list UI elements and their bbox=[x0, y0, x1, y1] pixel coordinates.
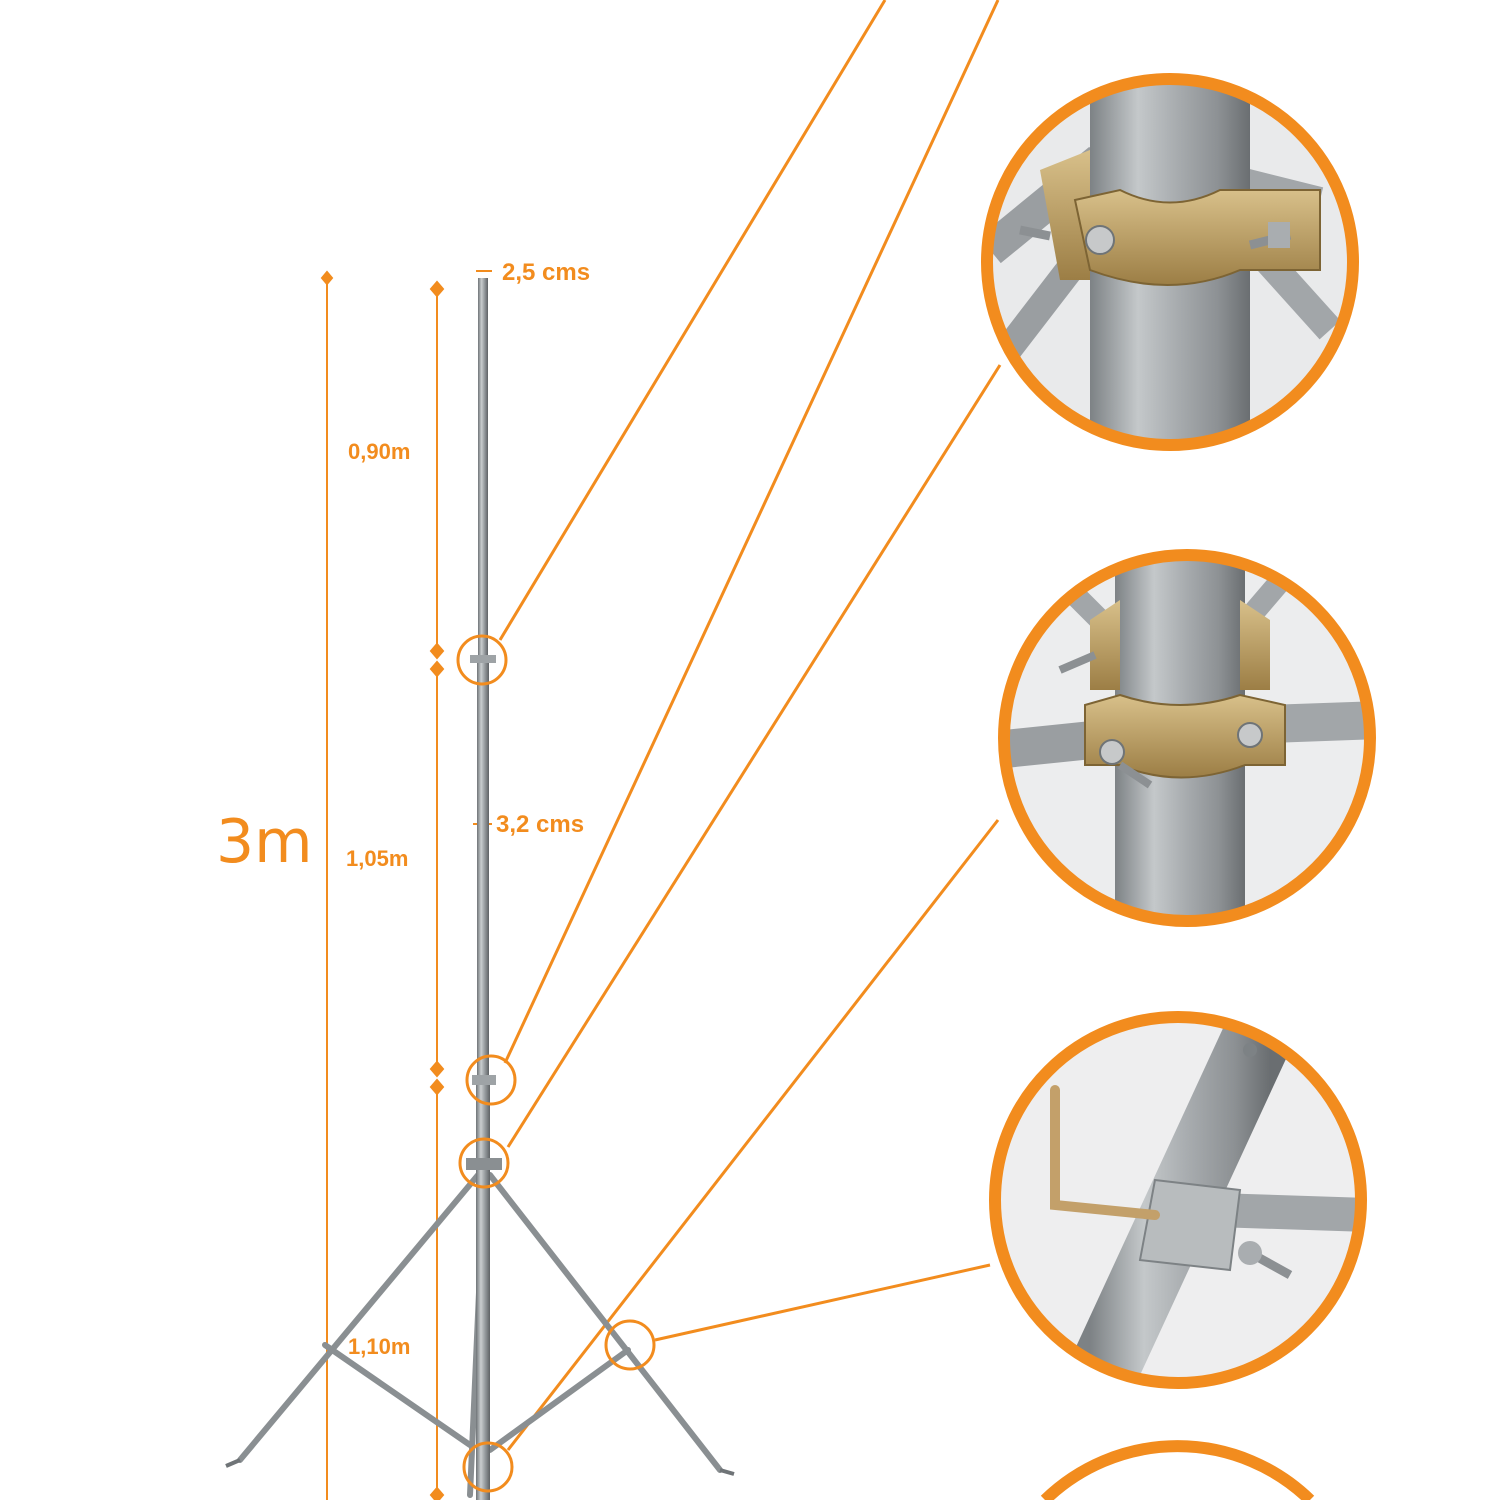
highlight-leg-hinge bbox=[604, 1319, 656, 1371]
tripod-brace-right bbox=[487, 1347, 631, 1453]
leg-clamp bbox=[466, 1158, 502, 1170]
top-diameter-label: 2,5 cms bbox=[502, 259, 591, 286]
leg-foot bbox=[719, 1468, 735, 1476]
bottom-section-label: 1,10m bbox=[348, 1334, 411, 1359]
highlight-circles bbox=[456, 634, 656, 1493]
tripod-leg-left bbox=[237, 1172, 481, 1463]
bolt-head bbox=[1237, 722, 1263, 748]
highlight-top-joint bbox=[456, 634, 508, 686]
dimension-marker bbox=[429, 660, 445, 678]
tripod-brace-left bbox=[322, 1342, 473, 1448]
clamp-band bbox=[1073, 188, 1321, 286]
dimension-marker bbox=[429, 1486, 445, 1500]
clamp-plate bbox=[1240, 600, 1270, 690]
detail-frame bbox=[981, 73, 1359, 451]
pole bbox=[466, 278, 502, 1500]
pole-joint bbox=[472, 1075, 496, 1085]
detail-frame bbox=[998, 549, 1376, 927]
connector-line bbox=[506, 819, 1000, 1451]
clamp-plate bbox=[1040, 150, 1090, 280]
middle-section-label: 1,05m bbox=[346, 846, 409, 871]
detail-top-clamp-circle bbox=[981, 73, 1359, 451]
top-section-label: 0,90m bbox=[348, 439, 411, 464]
highlight-leg-clamp bbox=[458, 1137, 510, 1189]
bolt-head bbox=[1085, 225, 1115, 255]
tripod-leg-right bbox=[487, 1172, 723, 1473]
leg-foot bbox=[225, 1458, 241, 1468]
pin-hole bbox=[1243, 1043, 1257, 1057]
pole-top-section bbox=[478, 278, 488, 658]
detail-frame bbox=[989, 1011, 1367, 1389]
mid-diameter-label: 3,2 cms bbox=[496, 811, 585, 838]
dimension-marker bbox=[429, 1060, 445, 1078]
dimension-marker bbox=[429, 280, 445, 298]
clamp-plate bbox=[1090, 600, 1120, 690]
connector-lines bbox=[498, 0, 1002, 1451]
pole-joint bbox=[470, 655, 496, 663]
hinge-clamp bbox=[1138, 1178, 1242, 1272]
dimension-marker bbox=[429, 642, 445, 660]
pole-bottom-section bbox=[476, 1078, 490, 1500]
connector-line bbox=[654, 1263, 991, 1342]
dimension-marker bbox=[429, 1078, 445, 1096]
nut bbox=[1268, 222, 1290, 248]
bolt bbox=[1058, 651, 1097, 674]
connector-line bbox=[506, 364, 1002, 1148]
clamp-band bbox=[1084, 693, 1286, 779]
nut bbox=[1238, 1241, 1262, 1265]
l-bolt bbox=[1050, 1085, 1160, 1220]
bolt-head bbox=[1099, 739, 1125, 765]
highlight-foot bbox=[462, 1441, 514, 1493]
pole-middle-section bbox=[477, 658, 489, 1078]
detail-leg-hinge-circle bbox=[989, 1011, 1367, 1389]
detail-partial-circle bbox=[1040, 1440, 1315, 1500]
connector-line bbox=[498, 0, 887, 641]
dimension-lines bbox=[320, 270, 492, 1500]
highlight-mid-joint bbox=[465, 1054, 517, 1106]
bolt bbox=[1117, 761, 1153, 789]
detail-leg-clamp-circle bbox=[998, 549, 1376, 927]
brace-tube bbox=[1214, 1193, 1361, 1232]
total-height-label: 3m bbox=[216, 807, 313, 877]
dimension-marker bbox=[320, 270, 334, 286]
detail-frame bbox=[1040, 1440, 1315, 1500]
bolt bbox=[1019, 225, 1051, 241]
connector-line bbox=[503, 0, 1000, 1064]
